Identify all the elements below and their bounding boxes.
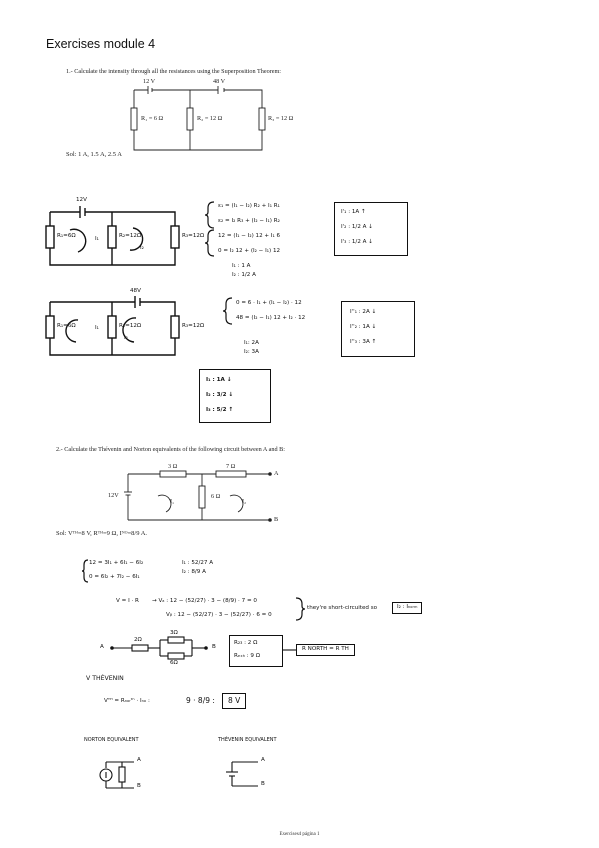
q2-mesh-i2: I₂	[242, 498, 247, 505]
work-1-result-2: I₂ : 1/2 A	[232, 272, 256, 278]
work-3-req: Rₑₓₕ : 9 Ω	[234, 653, 261, 659]
q2-r3-label: 3 Ω	[168, 463, 178, 470]
work-2-result-box: I''₁ : 2A ↓ I''₂ : 1A ↓ I''₃ : 3A ↑	[341, 301, 415, 357]
work-2-eq-1: 0 = 6 · I₁ + (I₁ − I₂) · 12	[236, 300, 302, 306]
work-2-result-2: I₂: 3A	[244, 349, 259, 355]
work-2-mesh-i2: I₂	[124, 335, 128, 341]
norton-title: NORTON EQUIVALENT	[84, 737, 139, 743]
work-3-eq-2: 0 = 6I₂ + 7I₂ − 6I₁	[89, 574, 140, 580]
work-1-eq-1: ε₁ = (I₁ − I₂) R₂ + I₁ R₁	[218, 203, 280, 209]
network-r6-label: 6Ω	[170, 660, 178, 666]
work-3-result-2: I₂ : 8/9 A	[182, 569, 206, 575]
work-2-mesh-i1: I₁	[95, 325, 99, 331]
q2-r6-label: 6 Ω	[211, 493, 221, 500]
work-3-short-circuit-note: they're short-circuited so	[307, 605, 378, 611]
question-1-text: 1.- Calculate the intensity through all …	[66, 68, 282, 75]
q2-mesh-i1: I₁	[170, 498, 175, 505]
work-1-r2-label: R₂=12Ω	[119, 233, 142, 239]
vth-equation: Vᵀᴴ = Rₙₒᵣᵗʰ · Iₙₒ :	[104, 698, 150, 704]
work-1-r1-label: R₁=6Ω	[57, 233, 76, 239]
page-footer: Exercises4 página 1	[279, 832, 320, 837]
total-currents-box: I₁ : 1A ↓ I₂ : 3/2 ↓ I₃ : 5/2 ↑	[199, 369, 271, 423]
question-2-text: 2.- Calculate the Thévenin and Norton eq…	[56, 446, 285, 453]
r3-label: R₃ = 12 Ω	[268, 115, 294, 122]
work-2-box-line-3: I''₃ : 3A ↑	[350, 339, 377, 345]
work-3-r23: R₂₃ : 2 Ω	[234, 640, 258, 646]
work-2-eq-2: 48 = (I₂ − I₁) 12 + I₂ · 12	[236, 315, 306, 321]
r2-label: R₂ = 12 Ω	[197, 115, 223, 122]
question-2-solution: Sol: Vᵀᴴ=8 V, Rᵀᴴ=9 Ω, Iᴺᴼ=8/9 A.	[56, 530, 148, 537]
q2-node-b: B	[274, 516, 279, 523]
thevenin-node-a: A	[261, 757, 265, 763]
network-r3-label: 3Ω	[170, 630, 178, 636]
work-1-result-1: I₁ : 1 A	[232, 263, 251, 269]
vth-result-box: 8 V	[222, 693, 247, 709]
network-node-b: B	[212, 644, 216, 650]
work-3-rnorth-box: R NORTH = R TH	[296, 644, 355, 656]
total-line-3: I₃ : 5/2 ↑	[206, 407, 234, 413]
vth-title: V THÉVENIN	[86, 675, 124, 682]
work-1-box-line-2: I'₂ : 1/2 A ↓	[341, 224, 373, 230]
page-title: Exercises module 4	[46, 37, 156, 51]
battery-12v-label: 12 V	[143, 78, 156, 85]
question-1-solution: Sol: 1 A, 1.5 A, 2.5 A	[66, 151, 122, 158]
work-3-vb-eq: Vᵦ : 12 − (52/27) · 3 − (52/27) · 6 = 0	[166, 612, 272, 618]
work-1-eq-2: ε₂ = I₂ R₃ + (I₂ − I₁) R₂	[218, 218, 280, 224]
work-1-box-line-3: I'₃ : 1/2 A ↓	[341, 239, 373, 245]
vth-value: 9 · 8/9 :	[186, 696, 215, 705]
work-1-battery-label: 12V	[76, 197, 87, 203]
work-3-result-1: I₁ : 52/27 A	[182, 560, 214, 566]
work-3-va-eq: → Vₐ : 12 − (52/27) · 3 − (8/9) · 7 = 0	[152, 598, 257, 604]
work-1-box-line-1: I'₁ : 1A ↑	[341, 209, 366, 215]
work-3-ohm-law: V = I · R	[116, 598, 139, 604]
work-1-r3-label: R₃=12Ω	[182, 233, 205, 239]
thevenin-node-b: B	[261, 781, 265, 787]
network-r2-label: 2Ω	[134, 637, 142, 643]
total-line-2: I₂ : 3/2 ↓	[206, 392, 234, 398]
thevenin-title: THÉVENIN EQUIVALENT	[218, 737, 277, 743]
work-1-mesh-i2: I₂	[140, 245, 144, 251]
work-2-r2-label: R₂=12Ω	[119, 323, 142, 329]
work-2-r1-label: R₁=6Ω	[57, 323, 76, 329]
work-2-r3-label: R₃=12Ω	[182, 323, 205, 329]
work-1-mesh-i1: I₁	[95, 236, 99, 242]
total-line-1: I₁ : 1A ↓	[206, 377, 232, 383]
work-2-box-line-2: I''₂ : 1A ↓	[350, 324, 377, 330]
norton-node-b: B	[137, 783, 141, 789]
q2-r7-label: 7 Ω	[226, 463, 236, 470]
work-3-resistance-box: R₂₃ : 2 Ω Rₑₓₕ : 9 Ω	[229, 635, 283, 667]
network-node-a: A	[100, 644, 104, 650]
work-1-eq-4: 0 = I₂ 12 + (I₂ − I₁) 12	[218, 248, 281, 254]
work-3-norton-current-box: I₂ : Iₙₒᵣₘ	[392, 602, 423, 614]
work-1-eq-3: 12 = (I₁ − I₂) 12 + I₁ 6	[218, 233, 281, 239]
work-3-eq-1: 12 = 3I₁ + 6I₁ − 6I₂	[89, 560, 144, 566]
work-2-box-line-1: I''₁ : 2A ↓	[350, 309, 377, 315]
work-1-result-box: I'₁ : 1A ↑ I'₂ : 1/2 A ↓ I'₃ : 1/2 A ↓	[334, 202, 408, 256]
norton-node-a: A	[137, 757, 141, 763]
battery-48v-label: 48 V	[213, 78, 226, 85]
q2-source-label: 12V	[108, 492, 119, 499]
r1-label: R₁ = 6 Ω	[141, 115, 164, 122]
work-2-result-1: I₁: 2A	[244, 340, 259, 346]
q2-node-a: A	[274, 470, 279, 477]
work-2-battery-label: 48V	[130, 288, 141, 294]
